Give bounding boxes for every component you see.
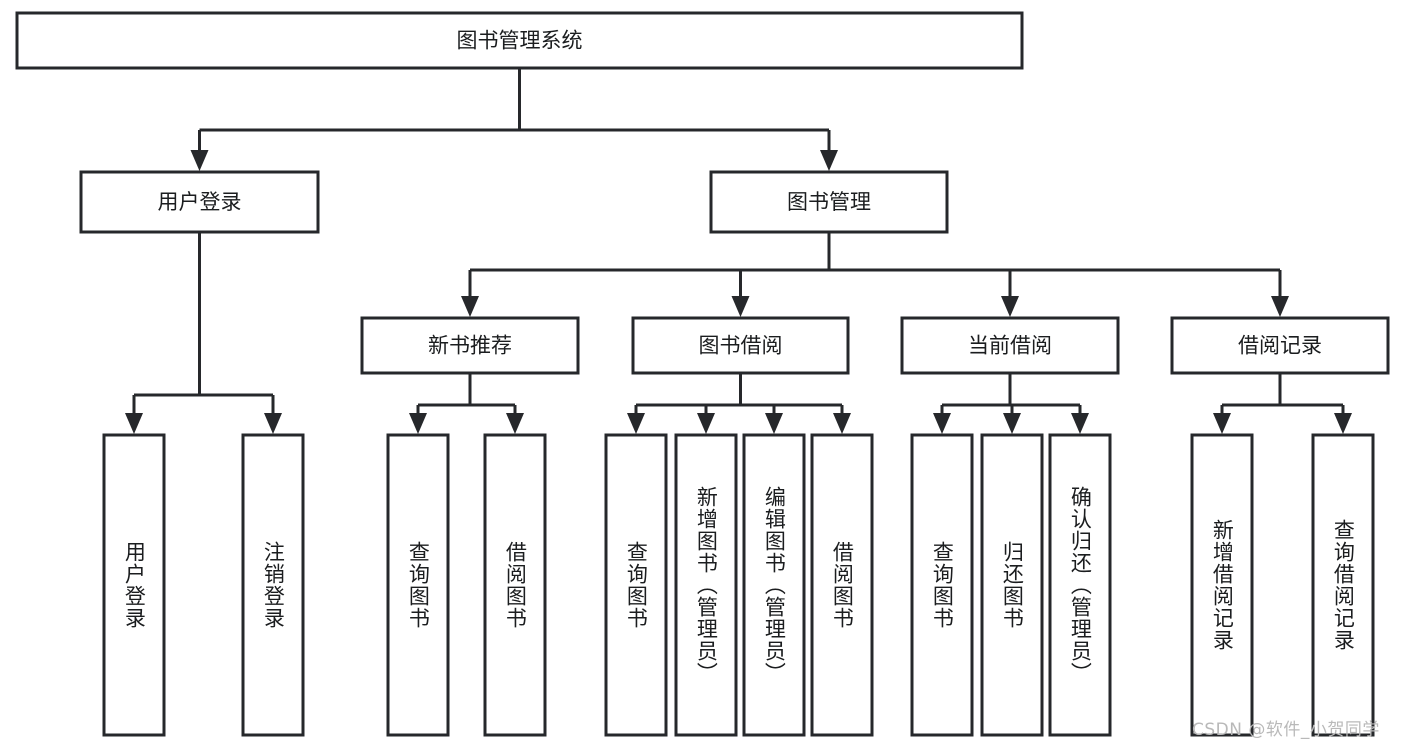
edge-group-newbook: [409, 373, 524, 434]
node-leaf-2[interactable]: [241, 433, 305, 737]
arrow-head-icon: [731, 296, 750, 317]
arrow-head-icon: [833, 413, 851, 434]
node-label: 图书借阅: [699, 334, 783, 358]
node-box: [1190, 433, 1254, 737]
node-leaf-5[interactable]: [604, 433, 668, 737]
node-leaf-13[interactable]: [1311, 433, 1375, 737]
node-label: 借阅记录: [1238, 334, 1322, 358]
node-leaf-1[interactable]: [102, 433, 166, 737]
arrow-head-icon: [627, 413, 645, 434]
node-leaf-8[interactable]: [810, 433, 874, 737]
node-box: [1170, 316, 1390, 375]
node-leaf-12[interactable]: [1190, 433, 1254, 737]
arrow-head-icon: [190, 150, 209, 171]
arrow-head-icon: [409, 413, 427, 434]
node-box: [79, 170, 320, 234]
node-box: [900, 316, 1120, 375]
node-label: 新书推荐: [428, 334, 512, 358]
node-records[interactable]: 借阅记录: [1170, 316, 1390, 375]
node-leaf-11[interactable]: [1048, 433, 1112, 737]
node-leaf-3[interactable]: [386, 433, 450, 737]
node-box: [15, 11, 1024, 70]
node-borrow[interactable]: 图书借阅: [631, 316, 850, 375]
node-box: [1311, 433, 1375, 737]
arrow-head-icon: [1334, 413, 1352, 434]
node-box: [980, 433, 1044, 737]
arrow-head-icon: [1271, 296, 1289, 317]
arrow-head-icon: [264, 413, 282, 434]
edge-group-records: [1213, 373, 1352, 434]
arrow-head-icon: [1213, 413, 1231, 434]
arrow-head-icon: [697, 413, 715, 434]
arrow-head-icon: [461, 296, 479, 317]
node-root[interactable]: 图书管理系统: [15, 11, 1024, 70]
node-label: 图书管理系统: [457, 29, 583, 53]
arrow-head-icon: [820, 150, 838, 171]
node-leaf-9[interactable]: [910, 433, 974, 737]
arrow-head-icon: [125, 413, 143, 434]
edge-group-borrow: [627, 373, 851, 434]
node-box: [631, 316, 850, 375]
node-label: 图书管理: [787, 190, 871, 214]
node-bookmgmt[interactable]: 图书管理: [709, 170, 949, 234]
node-box: [742, 433, 806, 737]
node-newbook[interactable]: 新书推荐: [360, 316, 580, 375]
node-leaf-7[interactable]: [742, 433, 806, 737]
arrow-head-icon: [1003, 413, 1021, 434]
node-current[interactable]: 当前借阅: [900, 316, 1120, 375]
node-box: [709, 170, 949, 234]
arrow-head-icon: [506, 413, 524, 434]
arrow-head-icon: [1071, 413, 1089, 434]
node-box: [386, 433, 450, 737]
edge-group-current: [933, 373, 1089, 434]
node-box: [674, 433, 738, 737]
connector-layer: [125, 68, 1352, 434]
node-box: [102, 433, 166, 737]
node-box: [604, 433, 668, 737]
node-box: [910, 433, 974, 737]
node-box: [360, 316, 580, 375]
node-box: [1048, 433, 1112, 737]
node-leaf-4[interactable]: [483, 433, 547, 737]
node-leaf-10[interactable]: [980, 433, 1044, 737]
arrow-head-icon: [1001, 296, 1019, 317]
edge-group-bookmgmt: [461, 232, 1289, 317]
node-box: [810, 433, 874, 737]
node-label: 用户登录: [158, 190, 242, 214]
edge-group-login: [125, 232, 282, 434]
node-leaf-6[interactable]: [674, 433, 738, 737]
arrow-head-icon: [765, 413, 783, 434]
node-login[interactable]: 用户登录: [79, 170, 320, 234]
node-box: [483, 433, 547, 737]
csdn-watermark: CSDN @软件_小贺同学: [1192, 720, 1380, 740]
arrow-head-icon: [933, 413, 951, 434]
node-label: 当前借阅: [968, 334, 1052, 358]
node-box: [241, 433, 305, 737]
edge-group-root: [190, 68, 838, 171]
